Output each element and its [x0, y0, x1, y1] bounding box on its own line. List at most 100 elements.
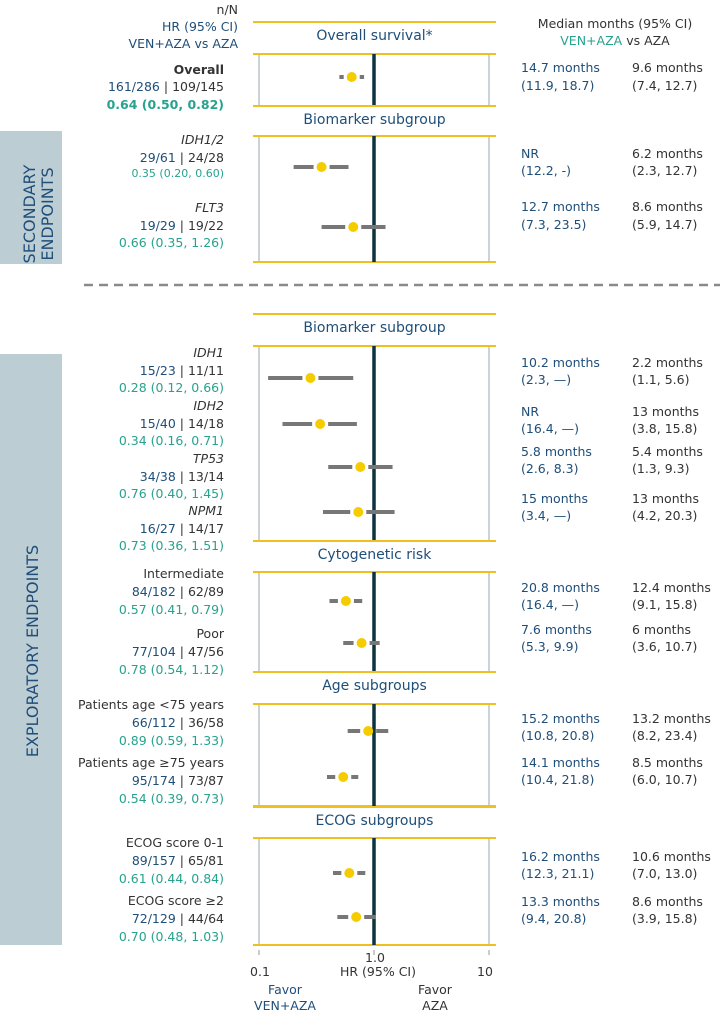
nn-aza: 47/56: [187, 644, 224, 659]
row-label-patients-age-75-years: Patients age ≥75 years: [77, 755, 224, 770]
row-nn-intermediate: 84/182 | 62/89: [132, 584, 224, 600]
nn-separator: |: [159, 79, 173, 94]
ven-ci-patients-age-75-years: (10.4, 21.8): [521, 772, 595, 787]
point-estimate-idh2: [315, 419, 326, 429]
aza-median-flt3: 8.6 months: [632, 199, 703, 214]
row-nn-patients-age-75-years: 95/174 | 73/87: [132, 773, 224, 789]
aza-ci-patients-age-75-years: (6.0, 10.7): [632, 772, 698, 787]
nn-separator: |: [175, 644, 188, 659]
nn-separator: |: [175, 584, 188, 599]
nn-separator: |: [175, 469, 188, 484]
favor-left-line1: Favor: [268, 982, 302, 997]
aza-ci-idh2: (3.8, 15.8): [632, 421, 698, 436]
row-nn-idh1-2: 29/61 | 24/28: [140, 150, 224, 166]
nn-ven: 15/40: [139, 416, 176, 431]
aza-ci-ecog-score-2: (3.9, 15.8): [632, 911, 698, 926]
favor-right-line1: Favor: [418, 982, 452, 997]
row-label-patients-age-75-years: Patients age <75 years: [77, 697, 224, 712]
aza-median-overall: 9.6 months: [632, 60, 703, 75]
ven-median-ecog-score-0-1: 16.2 months: [521, 849, 600, 864]
ven-median-overall: 14.7 months: [521, 60, 600, 75]
ven-median-tp53: 5.8 months: [521, 444, 592, 459]
section-title-overall-survival: Overall survival*: [316, 28, 433, 44]
nn-ven: 84/182: [131, 584, 176, 599]
row-label-flt3: FLT3: [195, 200, 224, 215]
nn-ven: 161/286: [107, 79, 160, 94]
favor-left-line2: VEN+AZA: [254, 998, 316, 1013]
nn-ven: 16/27: [139, 521, 176, 536]
aza-ci-tp53: (1.3, 9.3): [632, 461, 690, 476]
ven-median-npm1: 15 months: [521, 491, 588, 506]
aza-ci-idh1: (1.1, 5.6): [632, 372, 690, 387]
nn-separator: |: [175, 218, 188, 233]
nn-aza: 36/58: [187, 715, 224, 730]
nn-separator: |: [175, 521, 188, 536]
header-median: Median months (95% CI): [537, 16, 693, 31]
row-nn-overall: 161/286 | 109/145: [108, 79, 224, 95]
nn-aza: 14/18: [187, 416, 224, 431]
row-hr-patients-age-75-years: 0.54 (0.39, 0.73): [118, 791, 224, 806]
nn-aza: 65/81: [187, 853, 224, 868]
row-hr-idh1-2: 0.35 (0.20, 0.60): [131, 167, 224, 180]
row-hr-npm1: 0.73 (0.36, 1.51): [118, 538, 224, 553]
ven-ci-overall: (11.9, 18.7): [521, 78, 595, 93]
row-label-npm1: NPM1: [188, 503, 224, 518]
aza-median-tp53: 5.4 months: [632, 444, 703, 459]
aza-ci-patients-age-75-years: (8.2, 23.4): [632, 728, 698, 743]
row-hr-intermediate: 0.57 (0.41, 0.79): [118, 602, 224, 617]
nn-separator: |: [175, 150, 188, 165]
aza-ci-intermediate: (9.1, 15.8): [632, 597, 698, 612]
point-estimate-tp53: [355, 462, 366, 472]
point-estimate-ecog-score-0-1: [344, 868, 355, 878]
row-nn-idh1: 15/23 | 11/11: [140, 363, 224, 379]
point-estimate-poor: [356, 638, 367, 648]
nn-separator: |: [175, 773, 188, 788]
nn-ven: 34/38: [139, 469, 176, 484]
point-estimate-patients-age-75-years: [338, 772, 349, 782]
nn-ven: 19/29: [139, 218, 176, 233]
nn-separator: |: [175, 416, 188, 431]
header-median-arm-aza: vs AZA: [626, 33, 670, 48]
row-hr-overall: 0.64 (0.50, 0.82): [106, 97, 224, 112]
nn-ven: 72/129: [131, 911, 176, 926]
nn-separator: |: [175, 911, 188, 926]
point-estimate-patients-age-75-years: [363, 726, 374, 736]
nn-ven: 95/174: [131, 773, 176, 788]
axis-tick-label-10: 10: [477, 964, 493, 979]
row-hr-flt3: 0.66 (0.35, 1.26): [118, 235, 224, 250]
row-hr-poor: 0.78 (0.54, 1.12): [118, 662, 224, 677]
nn-aza: 109/145: [172, 79, 224, 94]
row-nn-flt3: 19/29 | 19/22: [140, 218, 224, 234]
row-label-idh1: IDH1: [193, 345, 224, 360]
ven-median-idh1: 10.2 months: [521, 355, 600, 370]
aza-ci-idh1-2: (2.3, 12.7): [632, 163, 698, 178]
aza-median-idh1: 2.2 months: [632, 355, 703, 370]
aza-median-ecog-score-2: 8.6 months: [632, 894, 703, 909]
row-hr-patients-age-75-years: 0.89 (0.59, 1.33): [118, 733, 224, 748]
axis-label: HR (95% CI): [340, 964, 416, 979]
side-label-secondary: SECONDARY ENDPOINTS: [20, 164, 57, 264]
nn-ven: 66/112: [131, 715, 176, 730]
row-nn-patients-age-75-years: 66/112 | 36/58: [132, 715, 224, 731]
aza-median-npm1: 13 months: [632, 491, 699, 506]
aza-median-intermediate: 12.4 months: [632, 580, 711, 595]
nn-separator: |: [175, 363, 188, 378]
nn-ven: 77/104: [131, 644, 176, 659]
side-panel-secondary: [0, 131, 62, 264]
ven-ci-poor: (5.3, 9.9): [521, 639, 579, 654]
section-title-ecog-subgroups: ECOG subgroups: [315, 813, 434, 829]
ven-ci-ecog-score-2: (9.4, 20.8): [521, 911, 587, 926]
nn-aza: 73/87: [187, 773, 224, 788]
nn-ven: 29/61: [139, 150, 176, 165]
header-arms: VEN+AZA vs AZA: [128, 36, 238, 51]
axis-tick-label-0-1: 0.1: [250, 964, 270, 979]
favor-right-line2: AZA: [422, 998, 448, 1013]
side-label-exploratory: EXPLORATORY ENDPOINTS: [23, 544, 42, 758]
point-estimate-flt3: [348, 222, 359, 232]
row-hr-idh2: 0.34 (0.16, 0.71): [118, 433, 224, 448]
aza-median-idh2: 13 months: [632, 404, 699, 419]
aza-ci-overall: (7.4, 12.7): [632, 78, 698, 93]
ven-median-idh1-2: NR: [521, 146, 540, 161]
row-label-idh1-2: IDH1/2: [181, 132, 224, 147]
